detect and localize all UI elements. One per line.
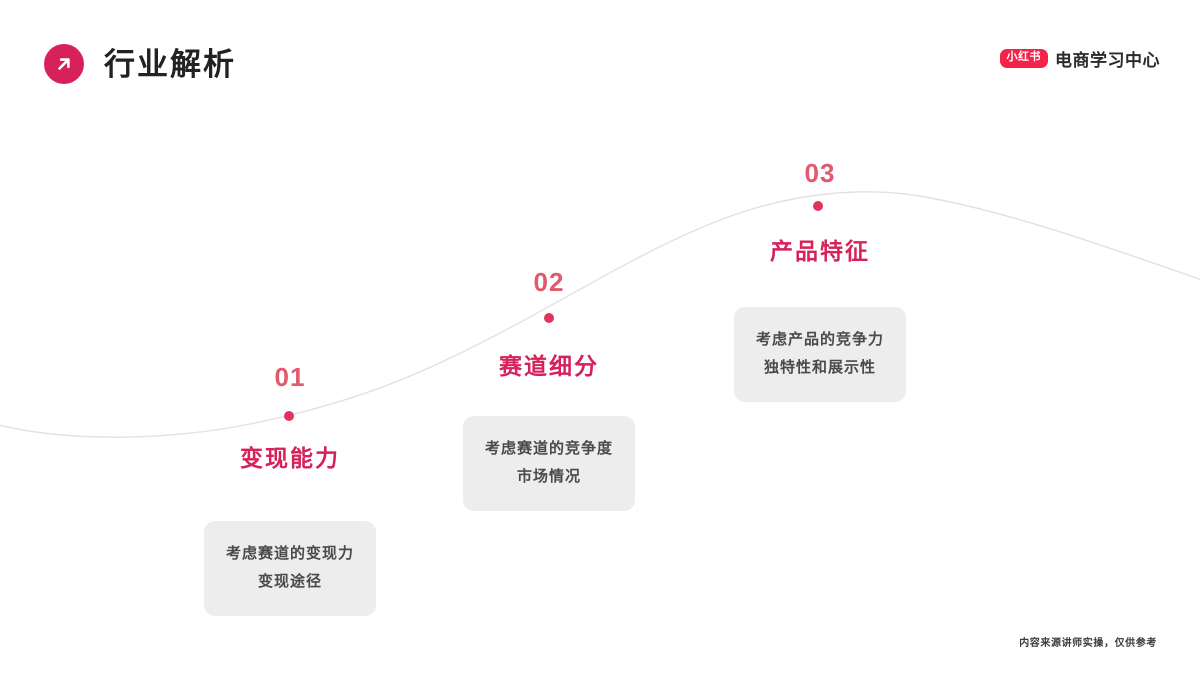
step-heading: 变现能力: [240, 445, 340, 471]
step-03-card-wrap: 考虑产品的竞争力 独特性和展示性: [700, 307, 940, 402]
step-description-line: 独特性和展示性: [763, 358, 876, 376]
step-number: 03: [804, 158, 836, 188]
step-02-heading-wrap: 赛道细分: [429, 355, 669, 378]
step-description-line: 变现途径: [257, 572, 322, 590]
step-description-line: 考虑赛道的竞争度: [484, 440, 613, 457]
step-dot-03: [813, 201, 823, 211]
step-01-heading-wrap: 变现能力: [170, 447, 410, 470]
step-01-card-wrap: 考虑赛道的变现力 变现途径: [170, 521, 410, 616]
step-description-card: 考虑赛道的变现力 变现途径: [203, 521, 376, 616]
step-description-card: 考虑产品的竞争力 独特性和展示性: [733, 307, 906, 402]
page-header: 行业解析: [44, 44, 236, 84]
footer-note: 内容来源讲师实操，仅供参考: [1019, 638, 1157, 649]
step-02: 02: [429, 269, 669, 295]
step-01: 01: [170, 364, 410, 390]
step-description-line: 考虑产品的竞争力: [755, 331, 884, 348]
step-number: 02: [533, 267, 565, 297]
page-title: 行业解析: [104, 46, 236, 82]
arrow-up-right-icon: [44, 44, 84, 84]
step-heading: 产品特征: [770, 238, 870, 264]
step-description-line: 考虑赛道的变现力: [225, 545, 354, 562]
step-dot-02: [544, 313, 554, 323]
step-dot-01: [284, 411, 294, 421]
step-description-line: 市场情况: [516, 467, 581, 485]
step-heading: 赛道细分: [499, 353, 599, 379]
step-03: 03: [700, 160, 940, 186]
step-number: 01: [274, 362, 306, 392]
step-03-heading-wrap: 产品特征: [700, 240, 940, 263]
step-02-card-wrap: 考虑赛道的竞争度 市场情况: [429, 416, 669, 511]
step-description-card: 考虑赛道的竞争度 市场情况: [462, 416, 635, 511]
xiaohongshu-logo: 小红书: [999, 49, 1048, 68]
brand-name: 电商学习中心: [1055, 51, 1160, 70]
brand-lockup: 小红书 电商学习中心: [999, 46, 1161, 71]
